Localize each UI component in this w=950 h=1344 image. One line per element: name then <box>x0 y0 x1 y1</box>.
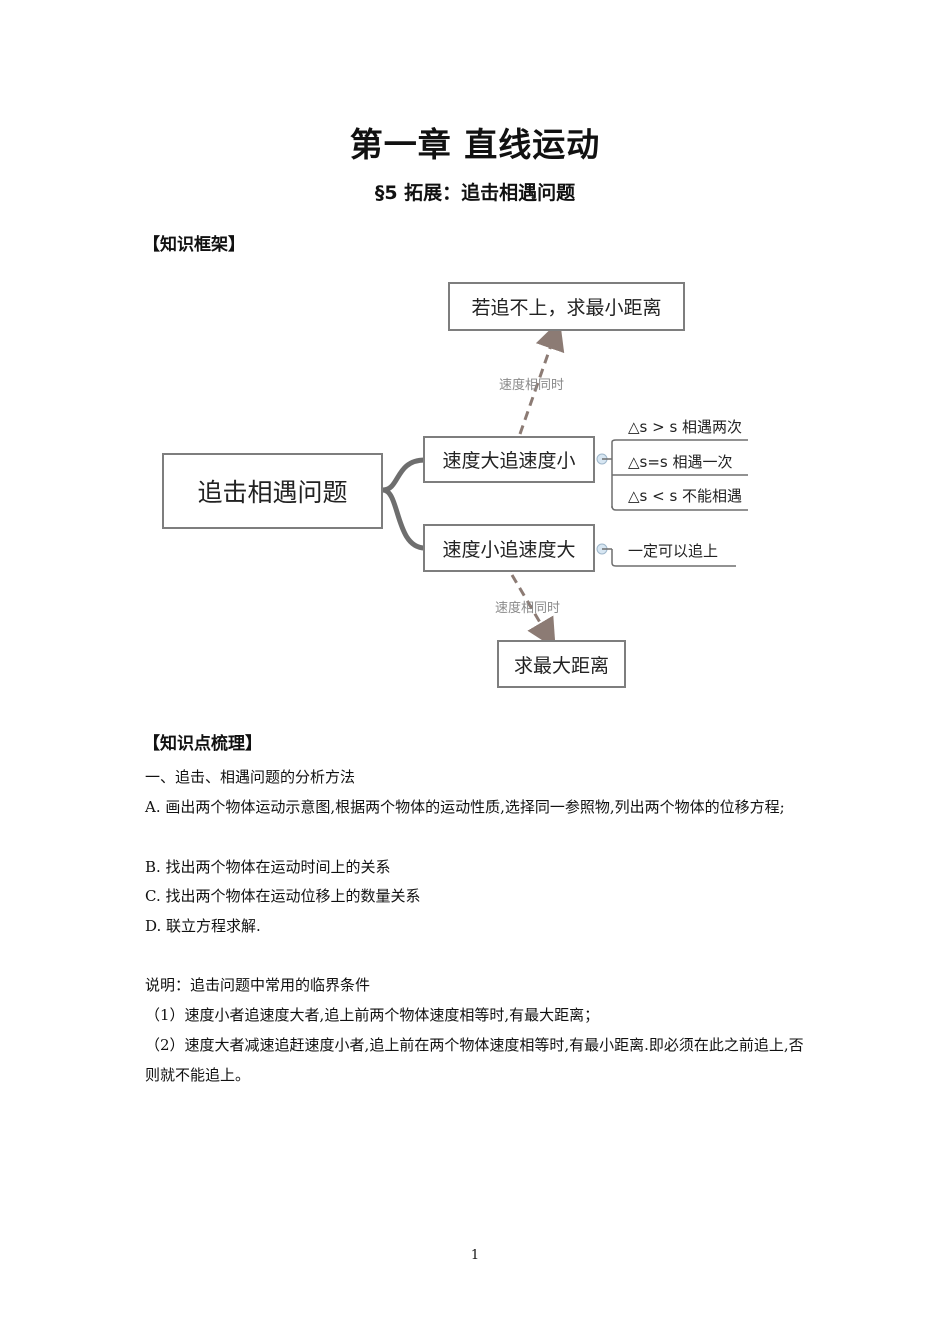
leaf-will-catch-up: 一定可以追上 <box>628 542 719 560</box>
bottom-result-node: 求最大距离 <box>497 640 626 688</box>
edge-label-top: 速度相同时 <box>499 378 565 393</box>
leaf-meet-twice: △s > s 相遇两次 <box>628 418 743 436</box>
method-c: C. 找出两个物体在运动位移上的数量关系 <box>145 887 421 905</box>
leaf-meet-once: △s=s 相遇一次 <box>628 453 733 471</box>
branch-fast-node: 速度大追速度小 <box>423 436 595 483</box>
note-title: 说明：追击问题中常用的临界条件 <box>145 976 371 994</box>
points-heading: 【知识点梳理】 <box>143 734 262 754</box>
method-b: B. 找出两个物体在运动时间上的关系 <box>145 858 391 876</box>
branch-slow-node: 速度小追速度大 <box>423 524 595 572</box>
edge-label-bottom: 速度相同时 <box>495 601 561 616</box>
note-1: （1）速度小者追速度大者,追上前两个物体速度相等时,有最大距离； <box>145 1006 600 1024</box>
top-result-node: 若追不上，求最小距离 <box>448 282 685 331</box>
method-a: A. 画出两个物体运动示意图,根据两个物体的运动性质,选择同一参照物,列出两个物… <box>145 798 785 816</box>
page-number: 1 <box>470 1248 480 1263</box>
root-connector-lower <box>382 487 426 551</box>
arrow-up <box>518 319 565 435</box>
leaf-never-meet: △s < s 不能相遇 <box>628 487 743 505</box>
note-2: （2）速度大者减速追赶速度小者,追上前在两个物体速度相等时,有最小距离.即必须在… <box>145 1036 804 1084</box>
arrow-down <box>510 574 556 649</box>
root-connector <box>382 457 426 493</box>
method-title: 一、追击、相遇问题的分析方法 <box>145 768 356 786</box>
section-title: §5 拓展：追击相遇问题 <box>374 182 576 204</box>
framework-heading: 【知识框架】 <box>143 235 245 255</box>
method-d: D. 联立方程求解. <box>145 917 261 935</box>
root-node: 追击相遇问题 <box>162 453 383 529</box>
mind-map-connectors <box>382 319 748 649</box>
chapter-title: 第一章 直线运动 <box>349 125 601 164</box>
